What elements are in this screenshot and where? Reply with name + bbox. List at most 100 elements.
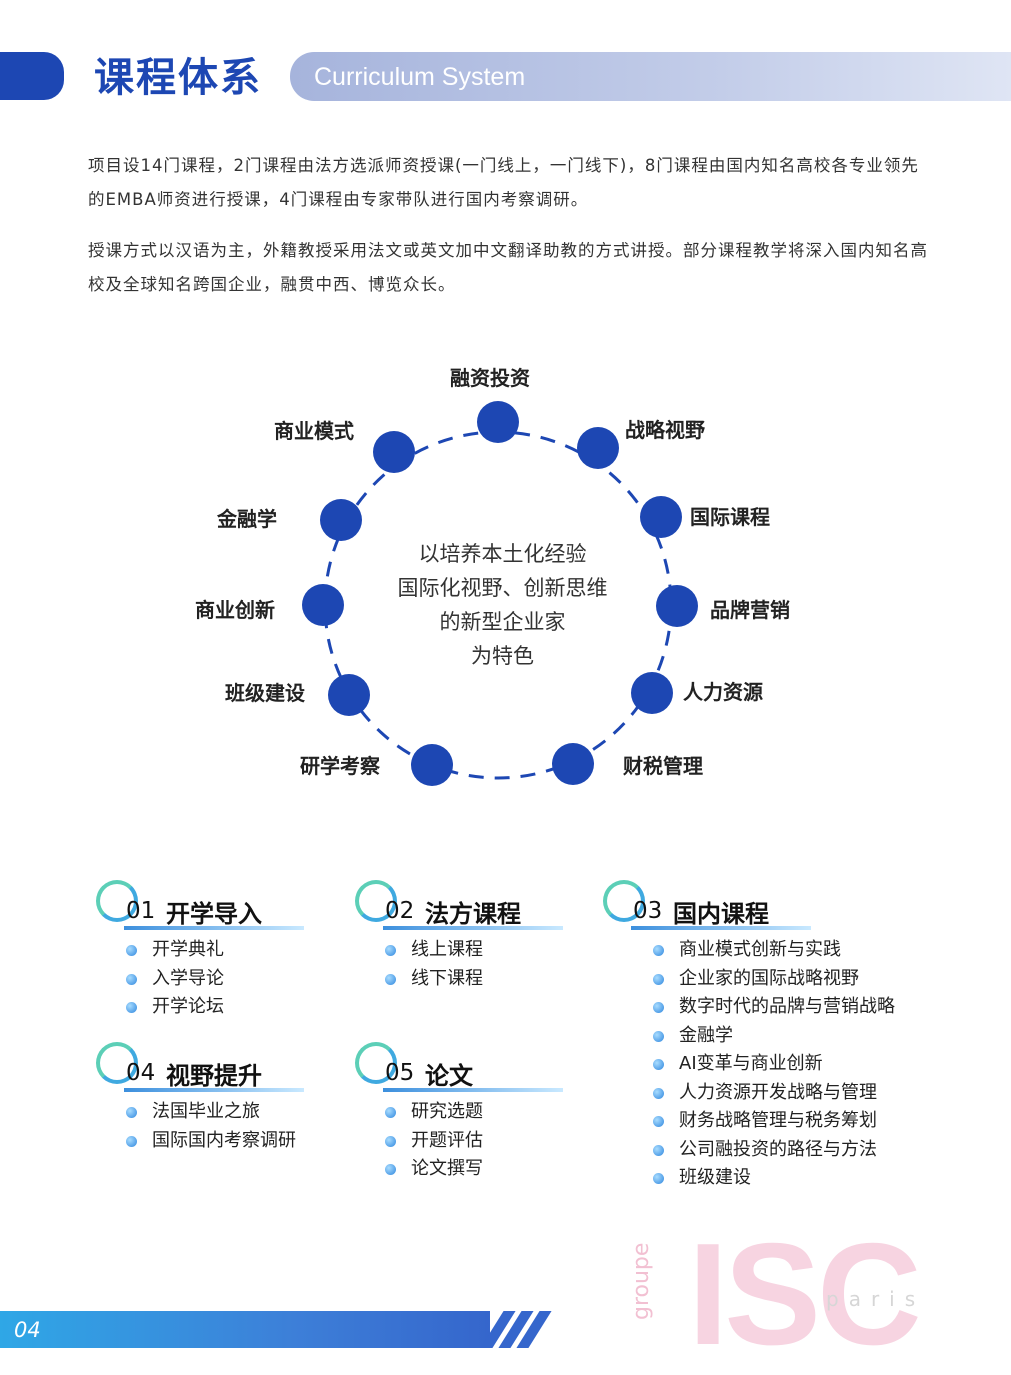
module-underline	[124, 926, 304, 930]
list-item: 班级建设	[653, 1164, 895, 1193]
logo-paris-text: paris	[826, 1287, 926, 1311]
module-underline	[631, 926, 811, 930]
list-item: 研究选题	[385, 1098, 483, 1127]
bullet-dot-icon	[385, 1164, 396, 1175]
item-text: 开题评估	[411, 1129, 483, 1151]
module-underline	[383, 926, 563, 930]
module-name: 论文	[425, 1062, 473, 1090]
node-label-strategy: 战略视野	[625, 418, 705, 442]
list-item: 数字时代的品牌与营销战略	[653, 993, 895, 1022]
module-number: 02	[385, 898, 415, 924]
list-item: 国际国内考察调研	[126, 1127, 296, 1156]
item-text: 财务战略管理与税务筹划	[679, 1110, 877, 1131]
module-03: 03 国内课程 商业模式创新与实践 企业家的国际战略视野 数字时代的品牌与营销战…	[603, 880, 933, 1200]
bullet-dot-icon	[126, 1135, 137, 1147]
module-01: 01 开学导入 开学典礼 入学导论 开学论坛	[96, 880, 326, 1030]
list-item: 线上课程	[385, 936, 483, 965]
node-label-finance-tax: 财税管理	[623, 754, 703, 778]
module-number: 01	[126, 898, 156, 924]
item-text: 国际国内考察调研	[152, 1129, 296, 1151]
list-item: 财务战略管理与税务筹划	[653, 1107, 895, 1136]
item-text: 班级建设	[679, 1167, 751, 1188]
header-subtitle-band	[290, 52, 1011, 101]
node-label-study-tour: 研学考察	[300, 754, 380, 778]
center-line-4: 为特色	[471, 644, 534, 668]
page-number-band	[0, 1311, 490, 1348]
item-text: 线上课程	[411, 939, 483, 960]
item-text: 入学导论	[152, 967, 224, 989]
list-item: 人力资源开发战略与管理	[653, 1079, 895, 1108]
module-number: 03	[633, 898, 663, 924]
list-item: 开学论坛	[126, 993, 224, 1022]
item-text: 数字时代的品牌与营销战略	[679, 996, 895, 1017]
module-name: 开学导入	[166, 900, 262, 928]
item-text: AI变革与商业创新	[679, 1053, 823, 1074]
item-text: 公司融投资的路径与方法	[679, 1138, 877, 1160]
node-label-brand: 品牌营销	[710, 598, 790, 622]
list-item: 公司融投资的路径与方法	[653, 1136, 895, 1165]
node-label-finance: 金融学	[217, 507, 277, 531]
module-number: 04	[126, 1060, 156, 1086]
list-item: AI变革与商业创新	[653, 1050, 895, 1079]
module-items: 开学典礼 入学导论 开学论坛	[126, 936, 224, 1022]
intro-paragraph-1: 项目设14门课程，2门课程由法方选派师资授课(一门线上，一门线下)，8门课程由国…	[88, 156, 919, 209]
module-number: 05	[385, 1060, 415, 1086]
list-item: 开学典礼	[126, 936, 224, 965]
node-label-innovation: 商业创新	[195, 598, 275, 622]
node-label-class-building: 班级建设	[225, 681, 305, 705]
list-item: 商业模式创新与实践	[653, 936, 895, 965]
node-dot-7	[411, 744, 453, 786]
bullet-dot-icon	[653, 973, 664, 985]
module-05: 05 论文 研究选题 开题评估 论文撰写	[355, 1042, 585, 1192]
bullet-dot-icon	[385, 1135, 396, 1147]
node-label-financing: 融资投资	[450, 366, 530, 390]
page-subtitle: Curriculum System	[314, 63, 526, 91]
bullet-dot-icon	[653, 1144, 664, 1156]
center-line-1: 以培养本土化经验	[418, 542, 587, 566]
node-dot-8	[328, 674, 370, 716]
module-ring-icon	[603, 880, 645, 922]
node-dot-11	[373, 431, 415, 473]
list-item: 入学导论	[126, 965, 224, 994]
item-text: 商业模式创新与实践	[679, 939, 841, 960]
header-accent-tab	[0, 52, 64, 100]
bullet-dot-icon	[126, 1002, 137, 1013]
page-title: 课程体系	[94, 55, 262, 101]
module-ring-icon	[96, 1042, 138, 1084]
node-dot-6	[552, 743, 594, 785]
node-dot-5	[631, 672, 673, 714]
node-dot-10	[320, 499, 362, 541]
node-dot-1	[477, 401, 519, 443]
bullet-dot-icon	[653, 945, 664, 956]
node-label-hr: 人力资源	[683, 680, 763, 704]
module-ring-icon	[96, 880, 138, 922]
bullet-dot-icon	[385, 1107, 396, 1118]
item-text: 开学典礼	[152, 939, 224, 960]
bullet-dot-icon	[653, 1059, 664, 1070]
item-text: 开学论坛	[152, 996, 224, 1017]
node-dot-9	[302, 584, 344, 626]
module-04: 04 视野提升 法国毕业之旅 国际国内考察调研	[96, 1042, 326, 1162]
bullet-dot-icon	[653, 1173, 664, 1184]
center-line-3: 的新型企业家	[439, 610, 566, 634]
node-label-international: 国际课程	[690, 505, 770, 529]
item-text: 线下课程	[411, 967, 483, 989]
module-name: 法方课程	[425, 900, 521, 928]
list-item: 线下课程	[385, 965, 483, 994]
module-underline	[383, 1088, 563, 1092]
module-name: 视野提升	[166, 1062, 262, 1090]
bullet-dot-icon	[653, 1002, 664, 1013]
item-text: 人力资源开发战略与管理	[679, 1081, 877, 1103]
list-item: 金融学	[653, 1022, 895, 1051]
item-text: 金融学	[679, 1024, 733, 1046]
module-items: 商业模式创新与实践 企业家的国际战略视野 数字时代的品牌与营销战略 金融学 AI…	[653, 936, 895, 1193]
bullet-dot-icon	[385, 973, 396, 985]
module-02: 02 法方课程 线上课程 线下课程	[355, 880, 585, 1030]
node-dot-4	[656, 585, 698, 627]
module-items: 线上课程 线下课程	[385, 936, 483, 993]
bullet-dot-icon	[653, 1116, 664, 1127]
diagram-canvas	[302, 401, 698, 786]
module-ring-icon	[355, 880, 397, 922]
node-label-business-model: 商业模式	[274, 419, 354, 443]
list-item: 开题评估	[385, 1127, 483, 1156]
